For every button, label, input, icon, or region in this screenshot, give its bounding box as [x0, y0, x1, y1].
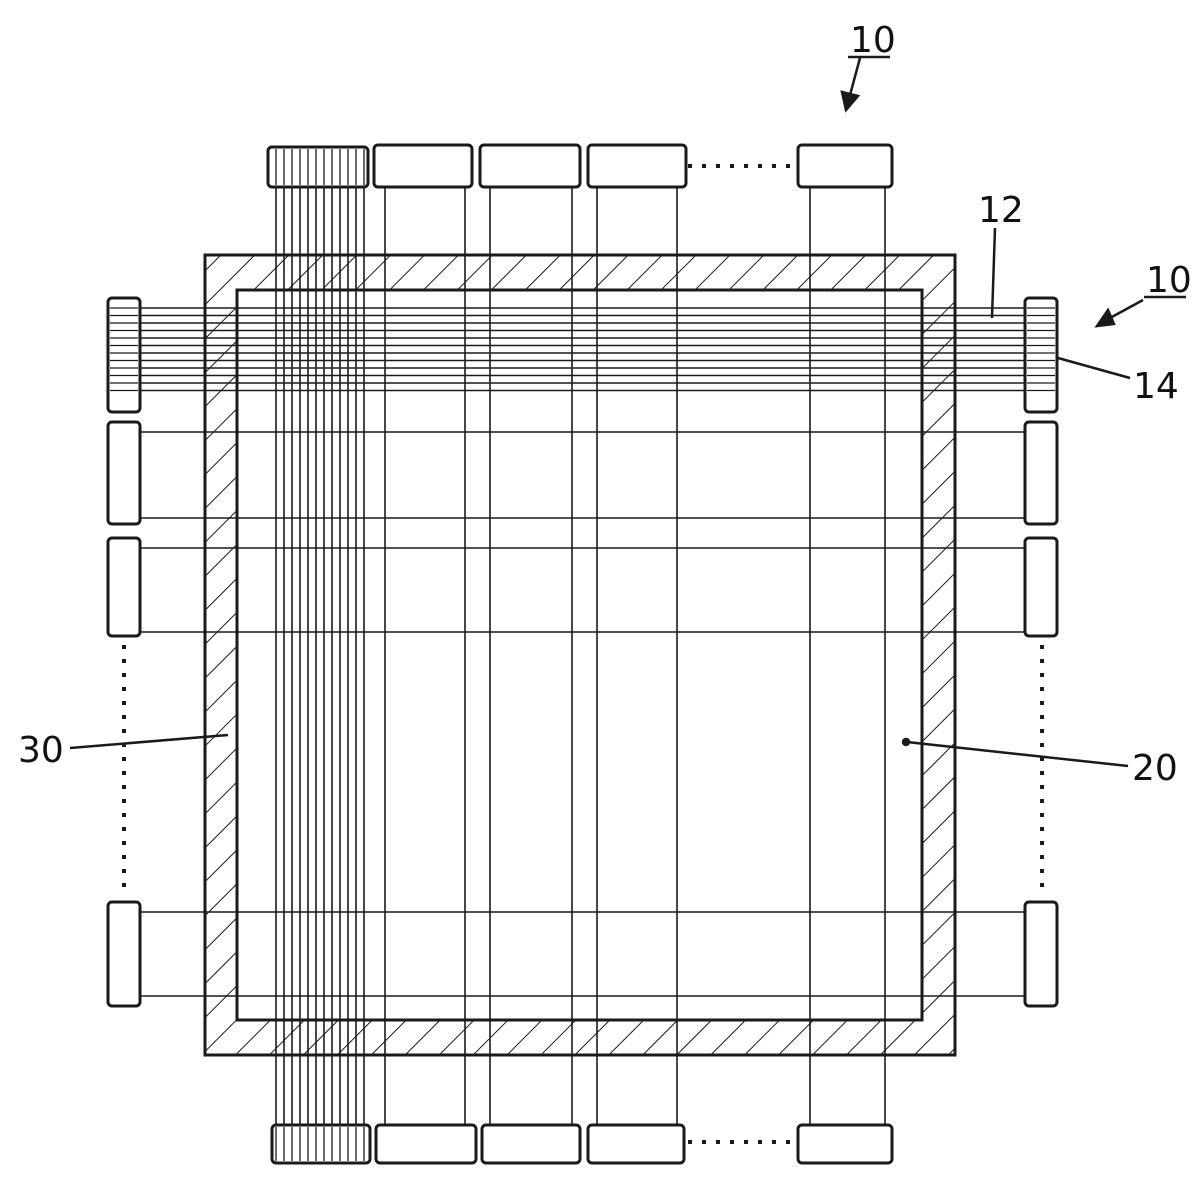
label-10-right: 10: [1146, 260, 1192, 301]
top-pad: [372, 143, 474, 189]
arrow-10-right-head: [1094, 307, 1116, 328]
top-pad: [586, 143, 688, 189]
label-30: 30: [18, 730, 64, 771]
connector-pads: [106, 143, 1059, 1165]
right-pad: [1023, 900, 1059, 1008]
ellipsis-dots: [122, 164, 1044, 1144]
left-pad: [106, 420, 142, 526]
label-10-top: 10: [850, 20, 896, 61]
top-pad: [478, 143, 582, 189]
left-pad: [106, 536, 142, 638]
leaders: [69, 57, 1144, 768]
bottom-pad: [796, 1123, 894, 1165]
bottom-pad: [270, 1123, 372, 1165]
right-pad: [1023, 536, 1059, 638]
arrow-10-top-shaft: [848, 57, 862, 96]
leader-30: [69, 733, 229, 750]
arrow-10-right-shaft: [1109, 298, 1144, 320]
top-pad: [796, 143, 894, 189]
top-pad: [266, 145, 370, 189]
leader-20-dot: [901, 737, 911, 747]
bottom-pad: [480, 1123, 582, 1165]
label-14: 14: [1133, 366, 1179, 407]
vertical-wire-lines: [275, 185, 886, 1128]
label-12: 12: [978, 190, 1024, 231]
label-20: 20: [1132, 748, 1178, 789]
leader-14: [1057, 356, 1131, 380]
leader-12: [990, 227, 997, 319]
horizontal-wire-lines: [140, 307, 1028, 997]
left-pad: [106, 900, 142, 1008]
right-pad: [1023, 420, 1059, 526]
arrow-10-top-head: [840, 90, 861, 113]
display-area: [235, 288, 924, 1022]
bottom-pad: [586, 1123, 686, 1165]
bottom-pad: [374, 1123, 478, 1165]
leader-20: [906, 740, 1129, 768]
